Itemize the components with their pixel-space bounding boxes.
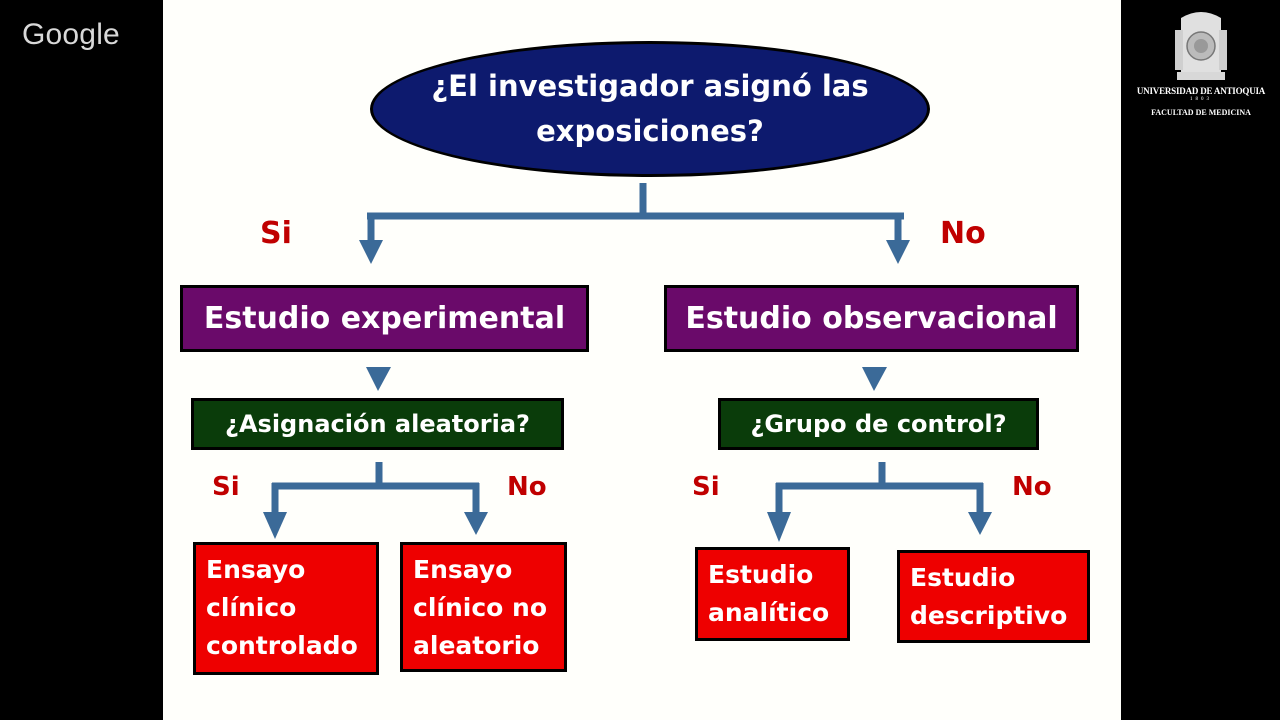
- university-seal-icon: [1175, 12, 1227, 80]
- analytical-study-node: Estudio analítico: [695, 547, 850, 641]
- experimental-study-node: Estudio experimental: [180, 285, 589, 352]
- result-line: analítico: [708, 598, 830, 627]
- result-line: Estudio: [708, 560, 814, 589]
- arrow-right-no: [968, 512, 992, 535]
- google-logo: Google: [22, 18, 120, 51]
- result-line: controlado: [206, 631, 358, 660]
- root-question-text: ¿El investigador asignó las exposiciones…: [431, 69, 869, 148]
- control-group-question-node: ¿Grupo de control?: [718, 398, 1039, 450]
- controlled-clinical-trial-node: Ensayo clínico controlado: [193, 542, 379, 675]
- arrow-left-no: [464, 512, 488, 535]
- result-line: Estudio: [910, 563, 1016, 592]
- faculty-name: FACULTAD DE MEDICINA: [1151, 108, 1251, 117]
- university-name: UNIVERSIDAD DE ANTIOQUIA: [1136, 86, 1266, 96]
- result-line: Ensayo: [413, 555, 513, 584]
- observational-study-node: Estudio observacional: [664, 285, 1079, 352]
- root-yes-label: Si: [260, 216, 292, 251]
- right-yes-label: Si: [692, 472, 720, 502]
- non-random-clinical-trial-node: Ensayo clínico no aleatorio: [400, 542, 567, 672]
- result-line: descriptivo: [910, 601, 1068, 630]
- result-line: Ensayo: [206, 555, 306, 584]
- arrow-root-no: [886, 240, 910, 264]
- left-no-label: No: [507, 472, 547, 502]
- right-no-label: No: [1012, 472, 1052, 502]
- left-yes-label: Si: [212, 472, 240, 502]
- arrow-right-question: [862, 367, 887, 391]
- arrow-root-yes: [359, 240, 383, 264]
- random-assignment-question-node: ¿Asignación aleatoria?: [191, 398, 564, 450]
- arrow-right-yes: [767, 512, 791, 542]
- arrow-left-question: [366, 367, 391, 391]
- university-branding: UNIVERSIDAD DE ANTIOQUIA 1803 FACULTAD D…: [1122, 10, 1280, 117]
- root-no-label: No: [940, 216, 986, 251]
- descriptive-study-node: Estudio descriptivo: [897, 550, 1090, 643]
- result-line: aleatorio: [413, 631, 540, 660]
- root-question-node: ¿El investigador asignó las exposiciones…: [370, 41, 930, 177]
- university-year: 1803: [1190, 97, 1212, 102]
- result-line: clínico no: [413, 593, 547, 622]
- result-line: clínico: [206, 593, 297, 622]
- arrow-left-yes: [263, 512, 287, 539]
